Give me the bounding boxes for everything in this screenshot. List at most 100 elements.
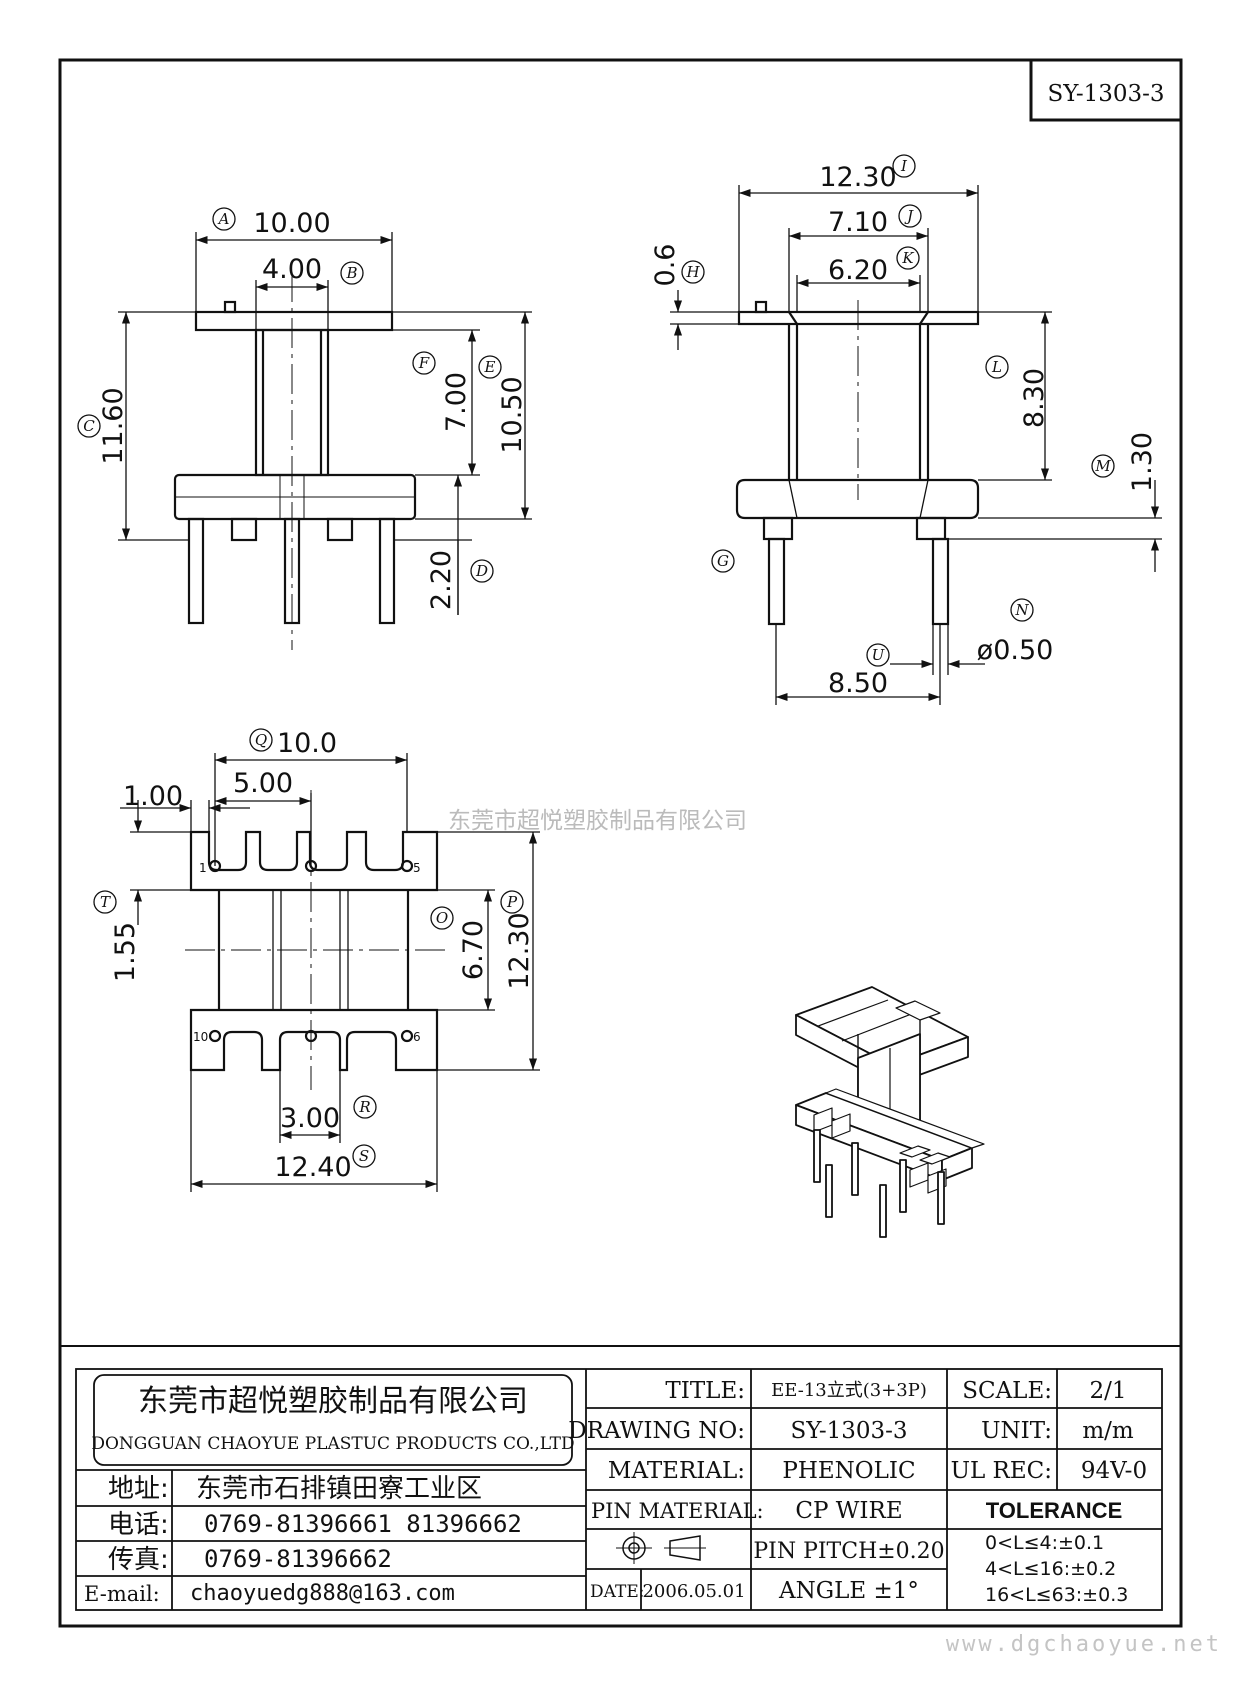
side-view-dim-text: 12.30 I 7.10 J 6.20 K 0.6 H 8.30 L 1.30 … [650,154,1158,699]
dim-r-circle [353,1095,377,1119]
dim-a-tag: A [217,210,230,228]
dim-j-tag: J [904,207,914,225]
title-block-text: 东莞市超悦塑胶制品有限公司 DONGGUAN CHAOYUE PLASTUC P… [84,1378,1147,1606]
pin-pitch: PIN PITCH±0.20 [753,1539,944,1564]
dim-e-circle [478,355,502,379]
dim-l-value: 8.30 [1019,368,1050,428]
dim-h-circle [681,260,705,284]
dim-p-circle [500,890,524,914]
dim-m-circle [1091,454,1115,478]
dim-slot-value: 1.00 [123,781,183,812]
tolerance-label: TOLERANCE [986,1498,1123,1523]
dim-f-value: 7.00 [441,372,472,432]
dim-l-tag: L [991,358,1002,376]
dim-e-value: 10.50 [497,376,528,453]
dim-b-value: 4.00 [262,254,322,285]
dim-d-tag: D [475,562,488,580]
tolerance-row-3: 16<L≤63:±0.3 [985,1584,1128,1606]
dim-s-circle [352,1144,376,1168]
sheet-border [58,58,1183,1628]
tolerance-row-2: 4<L≤16:±0.2 [985,1558,1116,1580]
dim-n-value: ø0.50 [977,635,1054,666]
dim-t-value: 1.55 [110,922,141,982]
dim-n-circle [1010,598,1034,622]
address-label: 地址: [108,1474,169,1504]
tolerance-row-1: 0<L≤4:±0.1 [985,1532,1104,1554]
scale-value: 2/1 [1089,1378,1126,1404]
dim-p-value: 12.30 [504,912,535,989]
pin-label-10: 10 [193,1030,208,1044]
pin-material-label: PIN MATERIAL: [591,1499,764,1523]
dim-b-circle [340,261,364,285]
dim-i-circle [892,154,916,178]
email-value: chaoyuedg888@163.com [190,1581,455,1606]
unit-value: m/m [1082,1418,1134,1444]
dim-a-circle [212,207,236,231]
dim-s-tag: S [359,1147,369,1165]
dim-c-tag: C [83,417,95,435]
dim-q-value: 10.0 [277,728,337,759]
material-label: MATERIAL: [608,1458,745,1484]
title-value: EE-13立式(3+3P) [771,1380,927,1401]
dim-c-value: 11.60 [98,387,129,464]
projection-symbol [616,1532,706,1564]
ul-label: UL REC: [951,1458,1052,1484]
front-view-dimensions [118,232,532,615]
bottom-view-dimensions [120,753,540,1192]
dim-j-circle [898,204,922,228]
front-view-dim-text: 10.00 A 4.00 B 11.60 C 2.20 D 10.50 E 7.… [77,207,528,610]
bottom-view [185,790,445,1090]
front-view [173,272,417,650]
material-value: PHENOLIC [782,1458,915,1484]
unit-label: UNIT: [981,1418,1052,1444]
drawing-no-value: SY-1303-3 [790,1418,907,1444]
dim-q-tag: Q [255,731,267,749]
dim-e-tag: E [484,358,496,376]
drawing-number-label: SY-1303-3 [1047,81,1164,107]
dim-m-value: 1.30 [1127,432,1158,492]
dim-f-tag: F [418,354,430,372]
dim-b-tag: B [345,264,357,282]
dim-r-value: 3.00 [280,1103,340,1134]
dim-a-value: 10.00 [253,208,330,239]
dim-t-circle [93,890,117,914]
pin-label-6: 6 [413,1030,421,1044]
company-name-en: DONGGUAN CHAOYUE PLASTUC PRODUCTS CO.,LT… [91,1434,574,1454]
pin-material-value: CP WIRE [795,1498,902,1524]
drawing-number-box: SY-1303-3 [1029,58,1183,122]
fax-label: 传真: [108,1545,169,1575]
pin-label-5: 5 [413,861,421,875]
dim-j-value: 7.10 [828,207,888,238]
dim-c-circle [77,414,101,438]
dim-n-tag: N [1014,601,1029,619]
dim-k-circle [896,246,920,270]
company-name-cn: 东莞市超悦塑胶制品有限公司 [138,1384,528,1419]
address-value: 东莞市石排镇田寮工业区 [196,1474,482,1504]
fax-value: 0769-81396662 [204,1545,392,1573]
scale-label: SCALE: [962,1378,1052,1404]
dim-o-value: 6.70 [458,920,489,980]
date-label: DATE: [590,1582,644,1602]
phone-label: 电话: [108,1510,169,1540]
dim-p-tag: P [506,893,518,911]
dim-m-tag: M [1094,457,1111,475]
ul-value: 94V-0 [1081,1458,1147,1484]
dim-d-value: 2.20 [426,550,457,610]
angle-tolerance: ANGLE ±1° [778,1578,919,1604]
dim-h-tag: H [685,263,700,281]
dim-i-value: 12.30 [819,162,896,193]
dim-f-circle [412,351,436,375]
title-block [75,1368,1163,1611]
label-g-tag: G [717,552,729,570]
dim-t-tag: T [100,893,111,911]
dim-h-value: 0.6 [650,244,681,287]
side-view [735,300,980,626]
dim-u-circle [866,643,890,667]
dim-q-circle [249,728,273,752]
dim-l-circle [985,355,1009,379]
title-label: TITLE: [665,1378,745,1404]
dim-r-tag: R [358,1098,370,1116]
label-g-circle [711,549,735,573]
phone-value: 0769-81396661 81396662 [204,1510,522,1538]
